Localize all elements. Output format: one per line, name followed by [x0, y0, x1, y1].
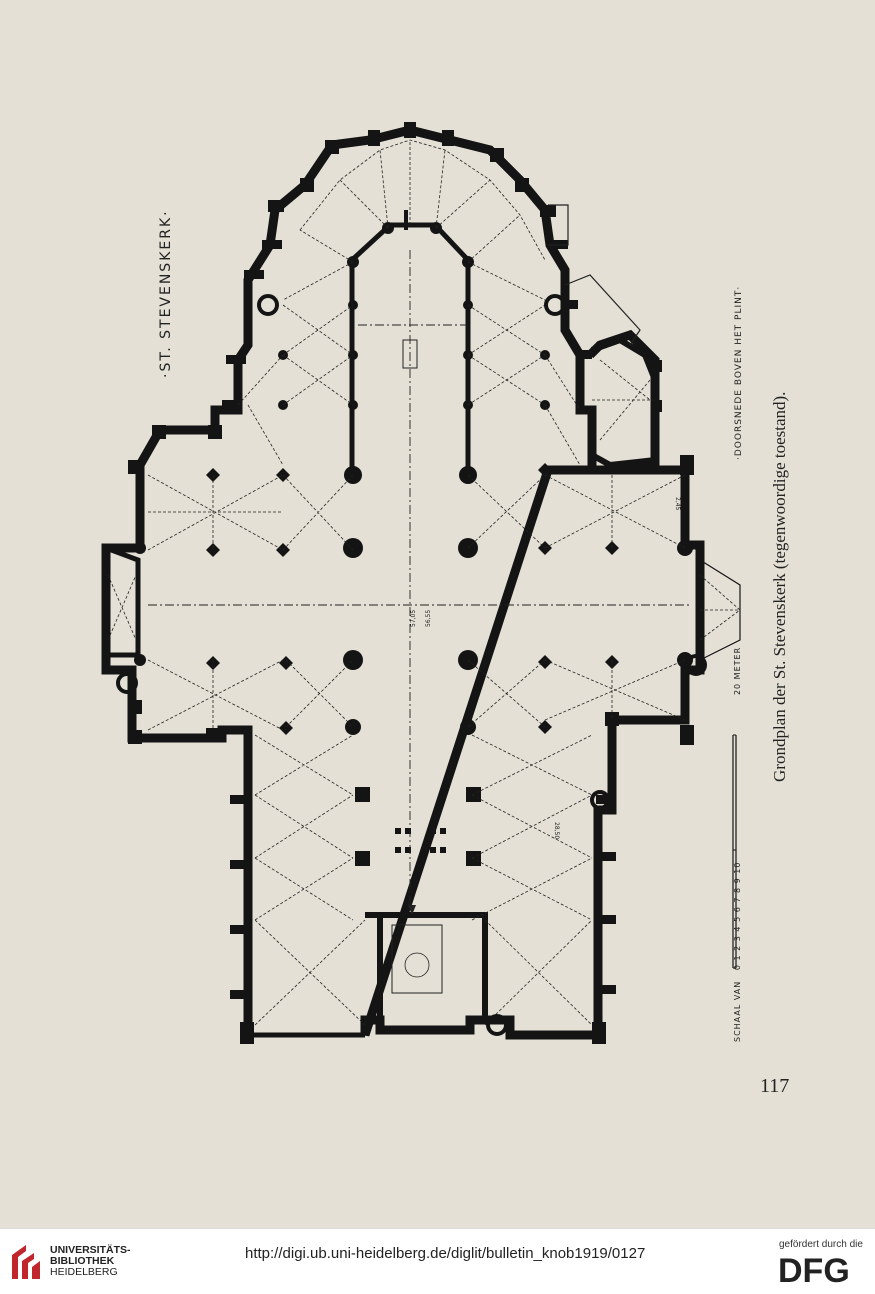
scale-bar [732, 734, 737, 969]
chapel [590, 336, 658, 469]
library-name[interactable]: UNIVERSITÄTS- BIBLIOTHEK HEIDELBERG [50, 1245, 131, 1278]
north-porch [103, 544, 141, 658]
west-front [365, 912, 488, 1020]
scale-numbers: 0 1 2 3 4 5 6 7 8 9 10 [733, 861, 742, 971]
funded-by-label: gefördert durch die [779, 1239, 863, 1250]
stair-turret [486, 1014, 508, 1036]
axis-lines [148, 250, 690, 910]
scanned-page: 57,05 56,55 28,50 2,45 ·ST. STEVENSKERK·… [0, 0, 875, 1228]
dfg-logo-text: DFG [778, 1252, 850, 1287]
figure-caption: Grondplan der St. Stevenskerk (tegenwoor… [770, 391, 789, 782]
library-name-line1: UNIVERSITÄTS- [50, 1244, 131, 1256]
stair-turret [257, 294, 279, 316]
dim-aisle: 28,50 [553, 822, 560, 839]
stair-turret [544, 294, 566, 316]
dim-nave: 57,05 [410, 610, 417, 627]
outer-wall-south [360, 465, 705, 1040]
south-porch [699, 559, 741, 661]
scale-end: 20 METER [733, 646, 742, 696]
library-name-line3: HEIDELBERG [50, 1266, 118, 1278]
university-library-logo-icon[interactable] [8, 1241, 44, 1281]
permalink-url[interactable]: http://digi.ub.uni-heidelberg.de/diglit/… [245, 1245, 646, 1262]
stair-turret [685, 654, 707, 676]
scale-label-text: SCHAAL VAN [733, 980, 742, 1042]
sacristy [548, 204, 641, 346]
altar [402, 339, 418, 369]
choir-arcade [349, 222, 471, 475]
stair-turret [590, 790, 610, 810]
page-number: 117 [760, 1075, 790, 1097]
dim-nave-2: 56,55 [425, 610, 432, 627]
dim-transept: 2,45 [674, 497, 681, 511]
section-note: ·DOORSNEDE BOVEN HET PLINT· [734, 285, 744, 460]
outer-wall [101, 125, 660, 1035]
plan-title: ·ST. STEVENSKERK· [158, 209, 174, 378]
dfg-logo-icon[interactable]: DFG [778, 1251, 864, 1287]
church-floor-plan: 57,05 56,55 28,50 2,45 [101, 122, 741, 1044]
tower-base [391, 924, 443, 994]
stair-turret [116, 672, 138, 694]
library-name-line2: BIBLIOTHEK [50, 1255, 115, 1267]
footer-bar: UNIVERSITÄTS- BIBLIOTHEK HEIDELBERG http… [0, 1228, 875, 1294]
vault-ribs [107, 139, 741, 1026]
scale-label: SCHAAL VAN 0 1 2 3 4 5 6 7 8 9 10 20 MET… [733, 647, 742, 1042]
